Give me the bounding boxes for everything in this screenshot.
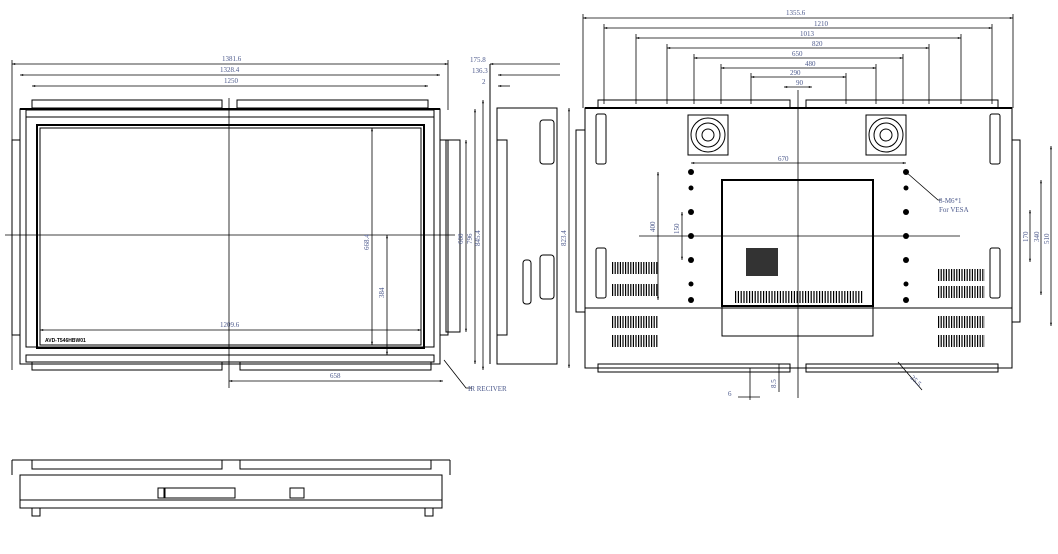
dim-1209-6: 1209.6 [220,321,240,329]
dim-510: 510 [1043,233,1051,244]
dim-670: 670 [778,155,789,163]
ir-receiver-callout: IR RECIVER [468,385,507,393]
dim-668-4: 668.4 [363,234,371,250]
dim-90: 90 [796,79,804,87]
dim-8-5: 8.5 [770,379,778,388]
dim-823-4: 823.4 [560,230,568,246]
dim-290: 290 [790,69,801,77]
fan-icon [865,114,907,156]
dim-480: 480 [805,60,816,68]
dim-2: 2 [482,78,486,86]
dim-1013: 1013 [800,30,815,38]
dim-384: 384 [378,287,386,298]
dim-6: 6 [728,390,732,398]
rear-view: 1355.6 1210 1013 820 650 480 290 90 [560,9,1052,400]
dim-658: 658 [330,372,341,380]
dim-340: 340 [1033,231,1041,242]
front-view: 1381.6 1328.4 1250 1209.6 AVD-T546HBW01 … [5,55,507,393]
side-view: 175.8 136.3 2 [470,56,560,365]
dim-400: 400 [649,221,657,232]
dim-170: 170 [1022,231,1030,242]
dim-1381-6: 1381.6 [222,55,242,63]
fan-icon [687,114,729,156]
vesa-callout-line2: For VESA [939,206,969,214]
dim-25-5: 25.5 [909,374,924,389]
dim-150: 150 [673,223,681,234]
dim-796: 796 [466,233,474,244]
dim-845-4: 845.4 [474,230,482,246]
model-label: AVD-T546HBW01 [45,338,86,344]
dim-1210: 1210 [814,20,829,28]
bottom-view [11,459,451,517]
dim-1355-6: 1355.6 [786,9,806,17]
vesa-callout-line1: 8-M6*1 [939,197,962,205]
dim-1250: 1250 [224,77,239,85]
dim-820: 820 [812,40,823,48]
dim-175-8: 175.8 [470,56,486,64]
dim-600: 600 [457,233,465,244]
dim-136-3: 136.3 [472,67,488,75]
dim-1328-4: 1328.4 [220,66,240,74]
dim-650: 650 [792,50,803,58]
